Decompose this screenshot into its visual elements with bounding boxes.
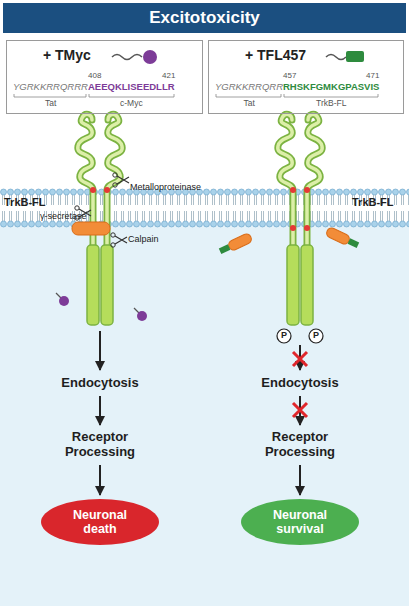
peptide-icon bbox=[59, 296, 69, 306]
outcome-ellipse: Neuronal survival bbox=[240, 498, 360, 546]
ellipse-outline bbox=[41, 499, 159, 545]
membrane-bilayer bbox=[0, 188, 409, 228]
segment-label: c-Myc bbox=[120, 99, 143, 108]
segment-bracket bbox=[209, 41, 405, 115]
residue-number: 421 bbox=[162, 72, 175, 81]
scissors-symbol bbox=[111, 233, 127, 247]
flow-arrow bbox=[99, 331, 101, 370]
peptide-icon bbox=[112, 55, 142, 60]
enzyme-label: γ-secretase bbox=[40, 212, 87, 222]
figure-title: Excitotoxicity bbox=[3, 3, 406, 33]
enzyme-label: Calpain bbox=[128, 235, 159, 245]
cytoplasm bbox=[0, 225, 409, 606]
peptide-icon bbox=[134, 308, 139, 313]
flow-arrow bbox=[99, 396, 101, 425]
peptide-icon bbox=[346, 51, 364, 62]
flow-arrow bbox=[299, 345, 301, 370]
sequence-text: YGRKKRRQRR bbox=[215, 82, 283, 92]
phosphate-label: P bbox=[313, 331, 319, 341]
process-text: Receptor Processing bbox=[252, 430, 348, 460]
segment-bracket bbox=[7, 41, 204, 115]
process-text: Endocytosis bbox=[261, 376, 338, 391]
protease-complex bbox=[72, 222, 110, 235]
process-step: Receptor Processing bbox=[252, 428, 348, 462]
scissors-symbol bbox=[113, 173, 129, 187]
process-text: Endocytosis bbox=[61, 376, 138, 391]
segment-label: Tat bbox=[45, 99, 56, 108]
peptide-icon bbox=[326, 55, 346, 60]
phosphate-circle bbox=[309, 329, 323, 343]
receptor-dimer bbox=[278, 114, 322, 325]
segment-bracket bbox=[284, 94, 378, 97]
segment-bracket bbox=[14, 94, 86, 97]
residue-number: 408 bbox=[88, 72, 101, 81]
block-cross bbox=[293, 352, 307, 366]
receptor-label: TrkB-FL bbox=[352, 196, 394, 208]
peptide-name: + TFL457 bbox=[245, 48, 306, 63]
residue-number: 457 bbox=[283, 72, 296, 81]
segment-label: TrkB-FL bbox=[316, 99, 346, 108]
peptide-icon bbox=[143, 50, 157, 64]
flow-arrow bbox=[299, 465, 301, 495]
process-step: Endocytosis bbox=[240, 373, 360, 393]
segment-bracket bbox=[89, 94, 174, 97]
flow-arrow bbox=[99, 465, 101, 495]
process-step: Receptor Processing bbox=[52, 428, 148, 462]
enzyme-label: Metalloproteinase bbox=[130, 183, 201, 193]
outcome-ellipse: Neuronal death bbox=[40, 498, 160, 546]
receptor-label: TrkB-FL bbox=[4, 196, 46, 208]
residue-number: 471 bbox=[366, 72, 379, 81]
protease-peptide bbox=[218, 232, 253, 255]
sequence-text: AEEQKLISEEDLLR bbox=[88, 82, 175, 92]
outcome-text: Neuronal survival bbox=[240, 508, 360, 537]
segment-label: Tat bbox=[244, 99, 255, 108]
segment-bracket bbox=[216, 94, 281, 97]
peptide-name: + TMyc bbox=[43, 48, 91, 63]
flow-arrow bbox=[299, 396, 301, 425]
phosphate-label: P bbox=[281, 331, 287, 341]
block-cross bbox=[293, 403, 307, 417]
phosphate-circle bbox=[277, 329, 291, 343]
sequence-text: YGRKKRRQRRR bbox=[13, 82, 88, 92]
process-step: Endocytosis bbox=[40, 373, 160, 393]
sequence-text: RHSKFGMKGPASVIS bbox=[283, 82, 379, 92]
peptide-box: + TFL457YGRKKRRQRRRHSKFGMKGPASVIS457 471T… bbox=[208, 40, 404, 114]
peptide-box: + TMycYGRKKRRQRRRAEEQKLISEEDLLR408 421Tat… bbox=[6, 40, 203, 114]
peptide-icon bbox=[56, 293, 61, 298]
protease-peptide bbox=[325, 226, 360, 249]
outcome-text: Neuronal death bbox=[40, 508, 160, 537]
peptide-icon bbox=[137, 311, 147, 321]
process-text: Receptor Processing bbox=[52, 430, 148, 460]
ellipse-outline bbox=[241, 499, 359, 545]
